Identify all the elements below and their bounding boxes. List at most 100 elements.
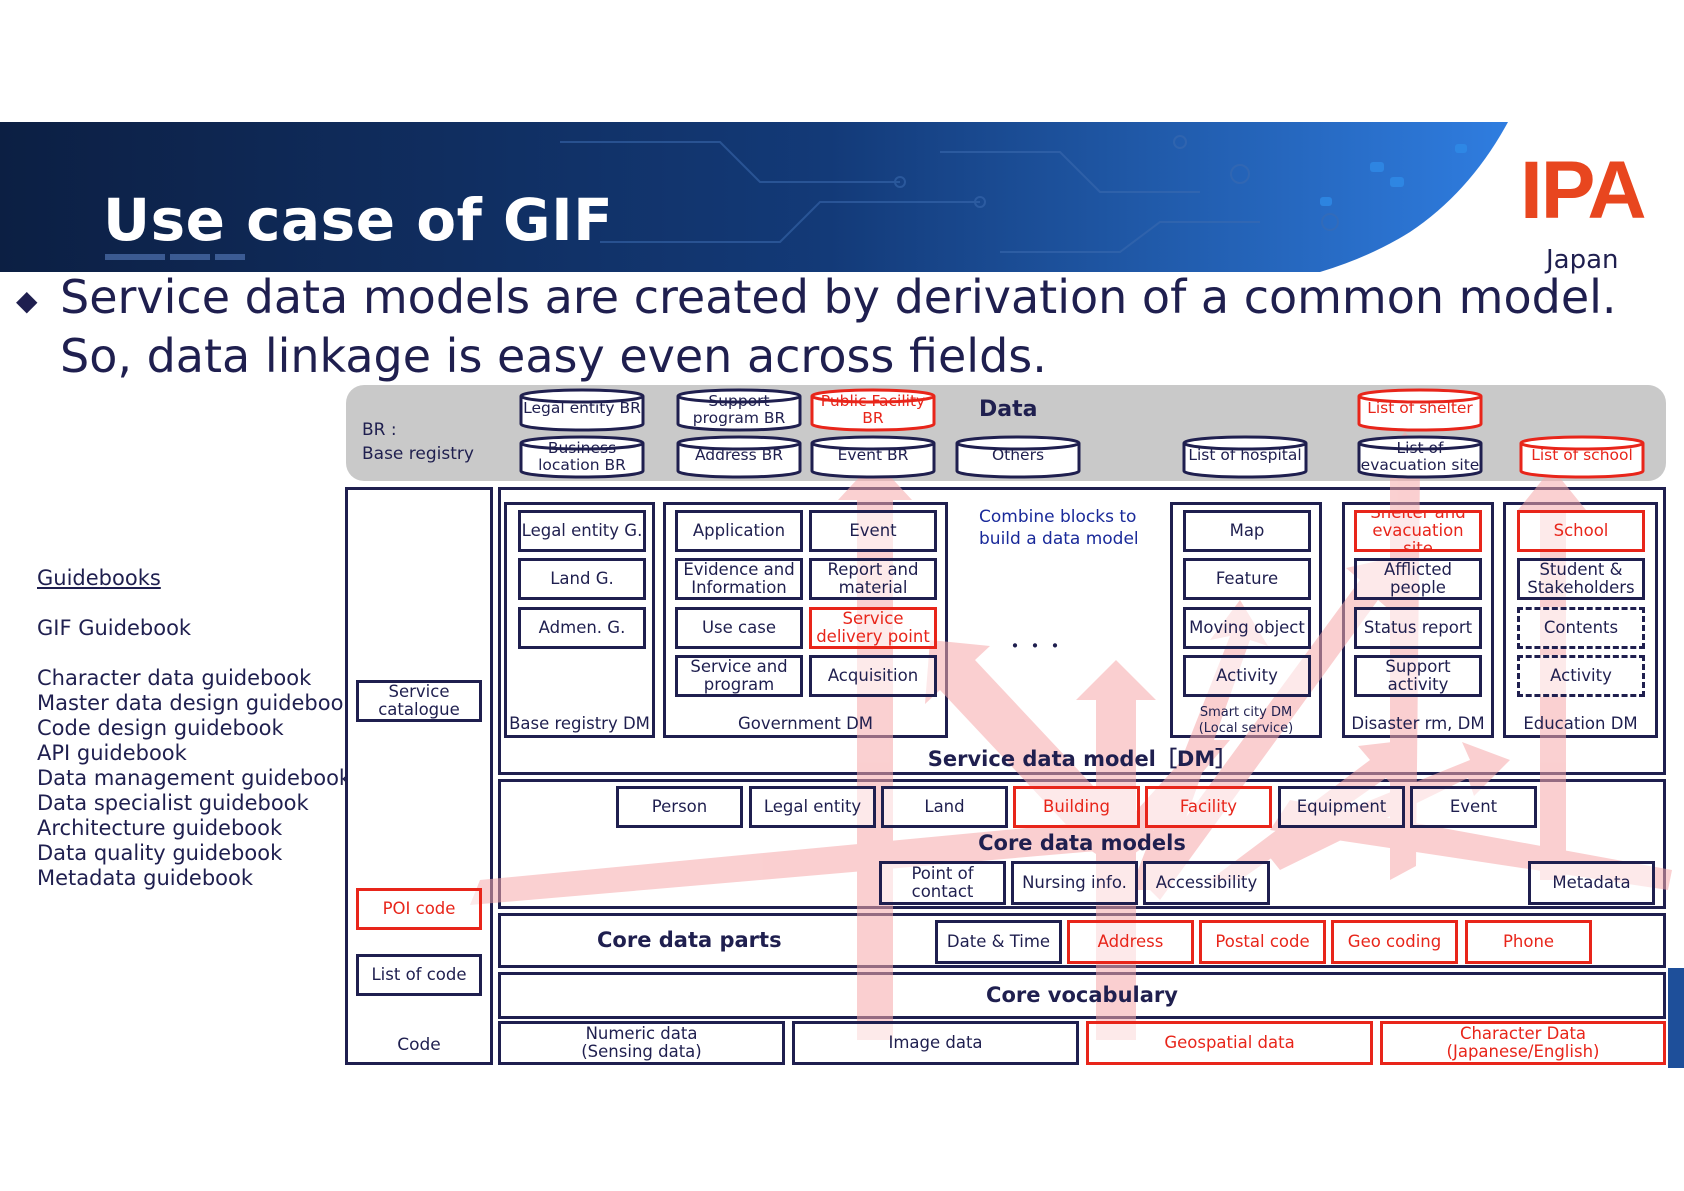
- page-title: Use case of GIF: [103, 186, 614, 254]
- cylinder-label: List of shelter: [1367, 399, 1473, 417]
- cdm-person: Person: [616, 786, 743, 828]
- cdm-legal-entity: Legal entity: [749, 786, 876, 828]
- support-program-br-cylinder: Support program BR: [675, 388, 803, 432]
- edu-contents: Contents: [1517, 607, 1645, 649]
- gov-report-material: Report and material: [809, 558, 937, 600]
- br-legend: BR : Base registry: [362, 418, 474, 466]
- guidebooks-heading[interactable]: Guidebooks: [37, 566, 161, 590]
- combine-note-line-2: build a data model: [979, 529, 1139, 549]
- legal-entity-br-cylinder: Legal entity BR: [518, 388, 646, 432]
- cylinder-label: Others: [991, 446, 1045, 464]
- cdp-postal-code: Postal code: [1199, 920, 1326, 964]
- combine-note-line-1: Combine blocks to: [979, 507, 1137, 527]
- gov-service-program: Service and program: [675, 655, 803, 697]
- smart-city-dm-label: Smart city DM (Local service): [1170, 705, 1322, 737]
- ipa-logo: IPA: [1520, 145, 1647, 236]
- cylinder-label: Legal entity BR: [523, 399, 641, 417]
- br-legend-line-2: Base registry: [362, 444, 474, 464]
- gif-guidebook: GIF Guidebook: [37, 616, 192, 640]
- cylinder-label: List of hospital: [1188, 446, 1302, 464]
- sc-moving-object: Moving object: [1183, 607, 1311, 649]
- cdp-geo-coding: Geo coding: [1331, 920, 1458, 964]
- cdm-accessibility: Accessibility: [1143, 861, 1270, 905]
- dis-shelter-evacuation-site: Shelter and evacuation site: [1354, 510, 1482, 552]
- cdm-land: Land: [881, 786, 1008, 828]
- edu-school: School: [1517, 510, 1645, 552]
- numeric-data: Numeric data (Sensing data): [498, 1021, 785, 1065]
- character-data: Character Data (Japanese/English): [1380, 1021, 1666, 1065]
- cylinder-label: Event BR: [837, 446, 909, 464]
- ellipsis: ・・・: [1005, 634, 1065, 658]
- list-of-school-cylinder: List of school: [1518, 435, 1646, 479]
- list-of-shelter-cylinder: List of shelter: [1356, 388, 1484, 432]
- character-data-line-2: (Japanese/English): [1446, 1042, 1600, 1061]
- service-catalogue: Service catalogue: [356, 680, 482, 722]
- guidebook-item: Metadata guidebook: [37, 866, 254, 890]
- bullet-diamond-icon: ◆: [16, 284, 38, 317]
- numeric-data-line-1: Numeric data: [585, 1024, 698, 1043]
- cdp-address: Address: [1067, 920, 1194, 964]
- header-banner: [0, 122, 1508, 272]
- gov-application: Application: [675, 510, 803, 552]
- edge-accent: [1668, 968, 1684, 1068]
- sc-activity: Activity: [1183, 655, 1311, 697]
- cylinder-label: Address BR: [694, 446, 784, 464]
- numeric-data-line-2: (Sensing data): [581, 1042, 702, 1061]
- bullet-line-2: So, data linkage is easy even across fie…: [60, 329, 1047, 383]
- code-label: Code: [397, 1035, 441, 1055]
- base-registry-dm-label: Base registry DM: [509, 714, 650, 733]
- education-dm-label: Education DM: [1523, 714, 1638, 733]
- cdm-point-of-contact: Point of contact: [879, 861, 1006, 905]
- smart-city-dm-label-2: (Local service): [1198, 721, 1294, 736]
- dis-status-report: Status report: [1354, 607, 1482, 649]
- cylinder-label: List of school: [1531, 446, 1633, 464]
- land-g: Land G.: [518, 558, 646, 600]
- guidebook-item: Data quality guidebook: [37, 841, 283, 865]
- gov-use-case: Use case: [675, 607, 803, 649]
- geospatial-data: Geospatial data: [1086, 1021, 1373, 1065]
- service-data-model-title: Service data model［DM］: [927, 747, 1237, 771]
- list-of-hospital-cylinder: List of hospital: [1181, 435, 1309, 479]
- cylinder-label: Public Facility BR: [820, 392, 926, 427]
- cylinder-label: Business location BR: [538, 439, 626, 474]
- gov-event: Event: [809, 510, 937, 552]
- government-dm-label: Government DM: [737, 714, 874, 733]
- guidebook-item: API guidebook: [37, 741, 187, 765]
- cylinder-label: List of evacuation site: [1360, 439, 1480, 474]
- dis-afflicted-people: Afflicted people: [1354, 558, 1482, 600]
- combine-note: Combine blocks to build a data model: [979, 506, 1139, 550]
- gov-service-delivery-point: Service delivery point: [809, 607, 937, 649]
- br-legend-line-1: BR :: [362, 420, 397, 440]
- cylinder-label: Support program BR: [692, 392, 786, 427]
- gov-acquisition: Acquisition: [809, 655, 937, 697]
- dis-support-activity: Support activity: [1354, 655, 1482, 697]
- guidebook-item: Data management guidebook: [37, 766, 352, 790]
- bullet-line-1: Service data models are created by deriv…: [60, 270, 1617, 324]
- core-vocabulary-title: Core vocabulary: [986, 983, 1178, 1007]
- guidebook-item: Character data guidebook: [37, 666, 312, 690]
- cdp-phone: Phone: [1465, 920, 1592, 964]
- event-br-cylinder: Event BR: [809, 435, 937, 479]
- public-facility-br-cylinder: Public Facility BR: [809, 388, 937, 432]
- legal-entity-g: Legal entity G.: [518, 510, 646, 552]
- sc-feature: Feature: [1183, 558, 1311, 600]
- disaster-dm-label: Disaster rm, DM: [1351, 714, 1485, 733]
- edu-activity: Activity: [1517, 655, 1645, 697]
- cdm-building: Building: [1013, 786, 1140, 828]
- cdm-metadata: Metadata: [1528, 861, 1655, 905]
- list-of-evacuation-site-cylinder: List of evacuation site: [1356, 435, 1484, 479]
- core-data-models-title: Core data models: [978, 831, 1186, 855]
- cdm-equipment: Equipment: [1278, 786, 1405, 828]
- others-cylinder: Others: [954, 435, 1082, 479]
- cdm-facility: Facility: [1145, 786, 1272, 828]
- guidebook-item: Architecture guidebook: [37, 816, 283, 840]
- logo-subtitle: Japan: [1546, 245, 1619, 275]
- gov-evidence-information: Evidence and Information: [675, 558, 803, 600]
- edu-student-stakeholders: Student & Stakeholders: [1517, 558, 1645, 600]
- cdm-event: Event: [1410, 786, 1537, 828]
- business-location-br-cylinder: Business location BR: [518, 435, 646, 479]
- cdp-date-time: Date & Time: [935, 920, 1062, 964]
- admen-g: Admen. G.: [518, 607, 646, 649]
- guidebook-item: Code design guidebook: [37, 716, 284, 740]
- data-title: Data: [979, 397, 1038, 422]
